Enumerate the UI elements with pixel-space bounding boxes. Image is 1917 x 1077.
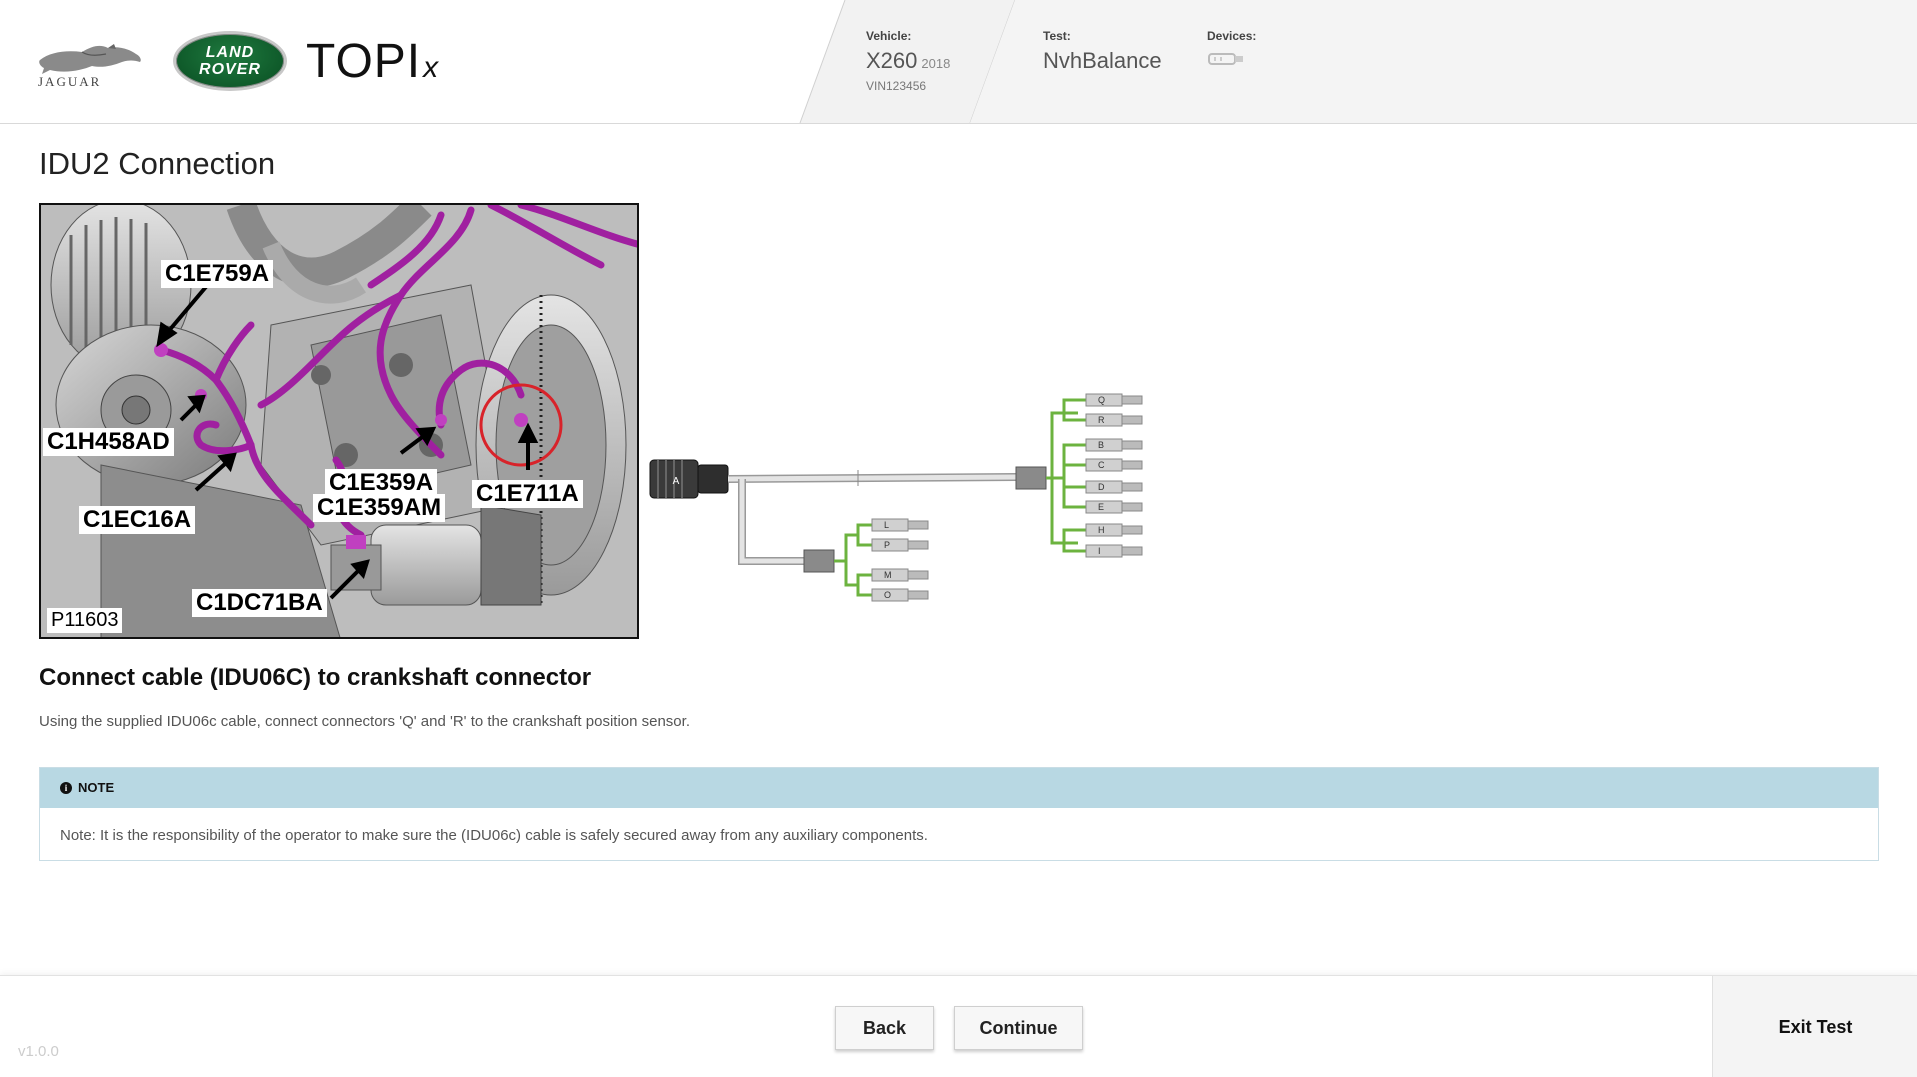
svg-text:P: P xyxy=(884,540,890,550)
svg-text:E: E xyxy=(1098,502,1104,512)
connector-plug: R xyxy=(1085,413,1143,427)
step-heading: Connect cable (IDU06C) to crankshaft con… xyxy=(39,664,592,691)
figure-reference: P11603 xyxy=(47,608,123,633)
svg-text:C: C xyxy=(1098,460,1105,470)
app-logo: TOPIx xyxy=(306,35,440,88)
devices-label: Devices: xyxy=(1207,29,1257,43)
connector-plug: L xyxy=(871,518,929,532)
callout-label: C1E711A xyxy=(472,480,583,508)
test-name: NvhBalance xyxy=(1043,48,1162,73)
connector-plug: M xyxy=(871,568,929,582)
connector-plug: Q xyxy=(1085,393,1143,407)
idu06c-cable-diagram: A Q R xyxy=(649,393,1143,602)
svg-text:H: H xyxy=(1098,525,1105,535)
svg-text:M: M xyxy=(884,570,892,580)
continue-button[interactable]: Continue xyxy=(954,1006,1083,1050)
svg-text:Q: Q xyxy=(1098,395,1105,405)
connector-plug: C xyxy=(1085,458,1143,472)
callout-label: C1EC16A xyxy=(79,506,196,534)
callout-label: C1DC71BA xyxy=(192,589,327,617)
main-connector-label: A xyxy=(673,476,680,487)
svg-text:L: L xyxy=(884,520,889,530)
cable-connector-icon[interactable] xyxy=(1207,49,1247,69)
svg-text:I: I xyxy=(1098,546,1101,556)
note-header: i NOTE xyxy=(40,768,1878,808)
vehicle-year: 2018 xyxy=(921,56,951,71)
connector-plug: O xyxy=(871,588,929,602)
page-title: IDU2 Connection xyxy=(39,146,276,181)
jaguar-logo-icon xyxy=(39,44,141,74)
engine-illustration xyxy=(41,205,637,637)
svg-text:D: D xyxy=(1098,482,1105,492)
callout-label: C1E359AM xyxy=(313,494,446,522)
callout-label: C1E759A xyxy=(161,260,274,288)
back-button[interactable]: Back xyxy=(835,1006,934,1050)
vehicle-label: Vehicle: xyxy=(866,29,912,43)
footer-bar: v1.0.0 Back Continue Exit Test xyxy=(0,975,1917,1077)
svg-text:R: R xyxy=(1098,415,1105,425)
vehicle-vin: VIN123456 xyxy=(866,79,927,93)
connector-plug: E xyxy=(1085,500,1143,514)
callout-label: C1H458AD xyxy=(43,428,174,456)
svg-text:O: O xyxy=(884,590,891,600)
version-label: v1.0.0 xyxy=(18,1043,59,1060)
land-rover-logo-icon: LAND ROVER xyxy=(173,31,287,91)
note-label: NOTE xyxy=(78,780,115,795)
connector-plug: P xyxy=(871,538,929,552)
step-description: Using the supplied IDU06c cable, connect… xyxy=(39,713,690,730)
exit-test-button[interactable]: Exit Test xyxy=(1713,976,1917,1077)
connector-plug: D xyxy=(1085,480,1143,494)
header-info-panel xyxy=(799,0,1917,124)
connector-plug: B xyxy=(1085,438,1143,452)
engine-connector-diagram: C1E759A C1H458AD C1EC16A C1E359A C1E359A… xyxy=(39,203,639,639)
callout-label: C1E359A xyxy=(325,469,438,497)
connector-plug: H xyxy=(1085,523,1143,537)
connector-plug: I xyxy=(1085,544,1143,558)
jaguar-wordmark: JAGUAR xyxy=(38,74,102,89)
note-box: i NOTE Note: It is the responsibility of… xyxy=(39,767,1879,861)
test-label: Test: xyxy=(1043,29,1071,43)
note-text: Note: It is the responsibility of the op… xyxy=(60,827,928,844)
exit-panel: Exit Test xyxy=(1712,976,1917,1077)
svg-text:B: B xyxy=(1098,440,1104,450)
info-icon: i xyxy=(60,782,72,794)
